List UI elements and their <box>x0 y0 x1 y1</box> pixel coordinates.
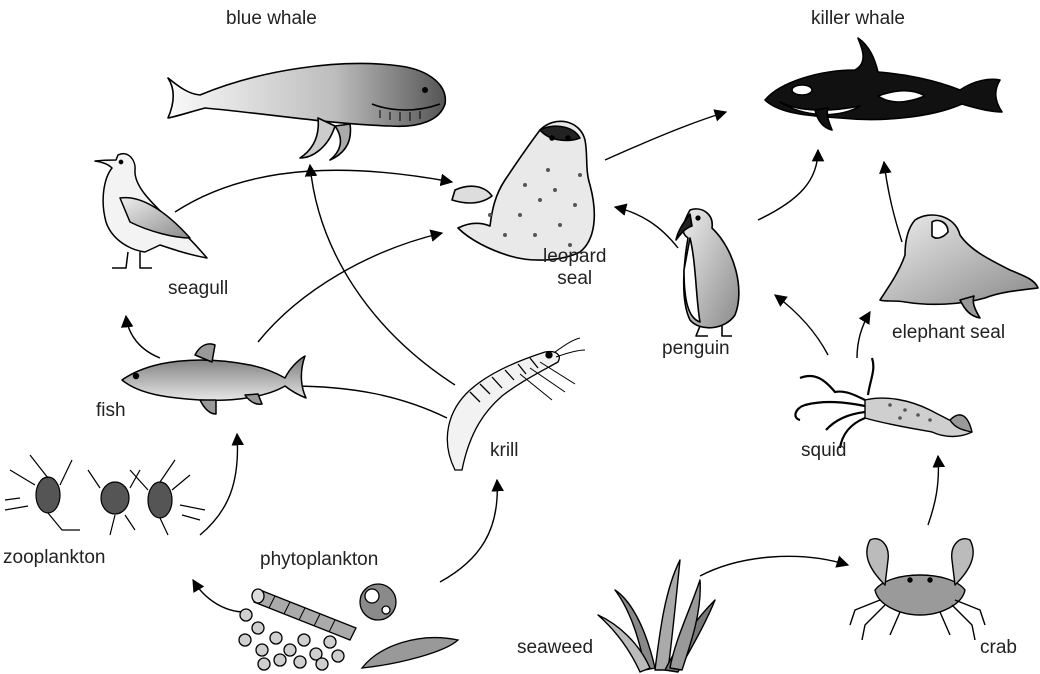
label-squid: squid <box>801 440 846 462</box>
arrow-squid-to-penguin <box>775 295 828 355</box>
label-seaweed: seaweed <box>517 637 593 659</box>
arrow-penguin-to-leopard-seal <box>615 207 678 248</box>
arrow-zooplankton-to-fish <box>200 434 238 535</box>
label-leopard-seal-line1: leopard <box>543 246 606 268</box>
label-killer-whale: killer whale <box>811 8 905 30</box>
label-blue-whale: blue whale <box>226 8 317 30</box>
fish-illustration <box>122 344 306 414</box>
arrow-squid-to-elephant-seal <box>857 312 870 358</box>
arrow-krill-to-fish <box>290 386 447 418</box>
label-elephant-seal: elephant seal <box>892 322 1005 344</box>
blue-whale-illustration <box>168 64 445 160</box>
arrow-krill-to-blue-whale <box>310 165 455 385</box>
crab-illustration <box>850 539 985 640</box>
label-leopard-seal: leopard seal <box>543 246 606 290</box>
label-krill: krill <box>490 440 519 462</box>
leopard-seal-illustration <box>452 121 594 260</box>
zooplankton-illustration <box>5 455 205 535</box>
arrow-fish-to-seagull <box>126 316 160 358</box>
arrow-fish-to-leopard-seal <box>258 233 442 342</box>
arrow-crab-to-squid <box>928 456 938 525</box>
elephant-seal-illustration <box>880 215 1038 318</box>
arrow-leopard-seal-to-killer-whale <box>605 112 726 160</box>
label-zooplankton: zooplankton <box>3 547 105 569</box>
label-leopard-seal-line2: seal <box>543 268 606 290</box>
label-phytoplankton: phytoplankton <box>260 549 378 571</box>
label-seagull: seagull <box>168 278 228 300</box>
arrow-seaweed-to-crab <box>700 556 848 576</box>
squid-illustration <box>795 358 972 448</box>
arrow-penguin-to-killer-whale <box>758 150 818 220</box>
seagull-illustration <box>95 154 207 268</box>
penguin-illustration <box>676 209 739 336</box>
phytoplankton-illustration <box>239 584 458 670</box>
arrow-phytoplankton-to-zooplankton <box>193 580 245 612</box>
arrow-phytoplankton-to-krill <box>440 480 497 582</box>
label-penguin: penguin <box>662 338 730 360</box>
killer-whale-illustration <box>765 38 1002 130</box>
label-fish: fish <box>96 400 126 422</box>
seaweed-illustration <box>598 560 715 672</box>
arrow-elephant-seal-to-killer-whale <box>884 162 902 242</box>
label-crab: crab <box>980 637 1017 659</box>
